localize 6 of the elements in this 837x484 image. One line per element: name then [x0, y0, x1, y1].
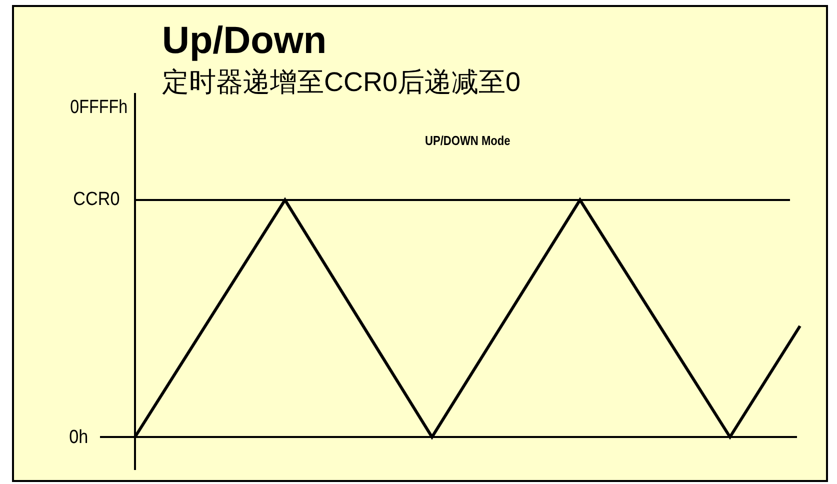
axis-label: 0FFFFh [70, 98, 128, 117]
title: Up/Down [162, 22, 327, 60]
level-label: 0h [68, 428, 88, 447]
level-label: CCR0 [73, 190, 120, 209]
subtitle: 定时器递增至CCR0后递减至0 [162, 69, 521, 96]
chart-title: UP/DOWN Mode [425, 134, 510, 147]
